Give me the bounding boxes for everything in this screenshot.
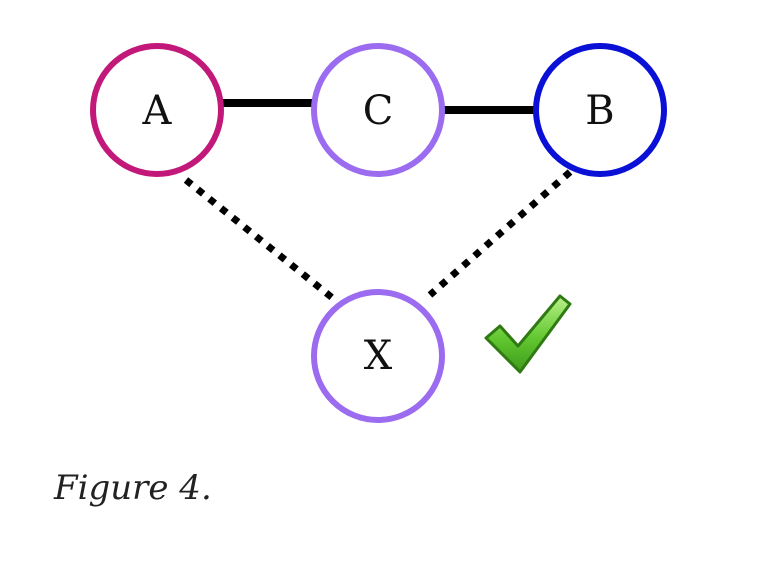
node-b-circle — [533, 43, 667, 177]
node-a-circle — [90, 43, 224, 177]
figure-caption: Figure 4. — [54, 468, 212, 508]
edge-b-x-dotted — [427, 169, 573, 298]
node-x-label: X — [364, 333, 393, 379]
edge-a-x-dotted — [183, 177, 338, 303]
checkmark-icon — [484, 294, 572, 374]
checkmark-icon-shape — [484, 294, 572, 374]
node-b: B — [533, 43, 667, 177]
node-a-label: A — [142, 88, 173, 134]
node-c-label: C — [363, 88, 394, 134]
node-a: A — [90, 43, 224, 177]
node-x-circle — [311, 289, 445, 423]
node-c: C — [311, 43, 445, 177]
node-b-label: B — [585, 88, 614, 134]
node-x: X — [311, 289, 445, 423]
node-c-circle — [311, 43, 445, 177]
